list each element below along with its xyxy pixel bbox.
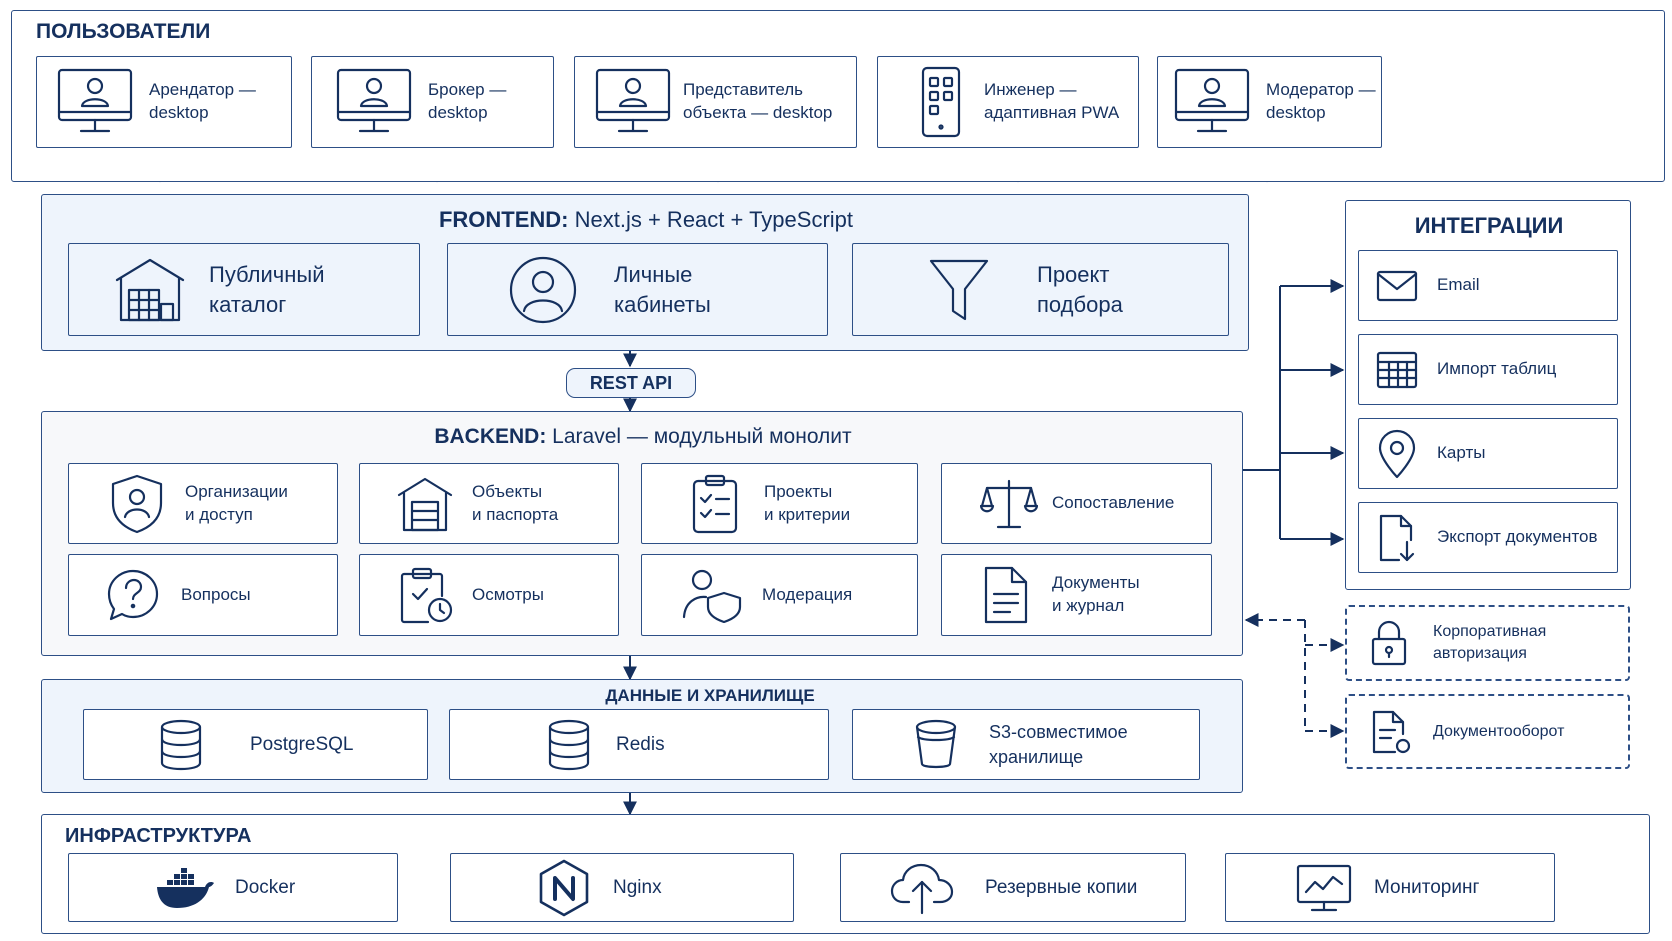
backend-label: Осмотры bbox=[472, 584, 544, 604]
integration-label: Email bbox=[1437, 275, 1480, 295]
backend-card-moderation[interactable]: Модерация bbox=[641, 554, 918, 636]
infra-card-backups[interactable]: Резервные копии bbox=[840, 853, 1186, 922]
document-flow-icon bbox=[1372, 710, 1411, 753]
user-card-tenant[interactable]: Арендатор — desktop bbox=[36, 56, 292, 148]
frontend-title-stack: Next.js + React + TypeScript bbox=[568, 207, 854, 232]
user-shield-icon bbox=[682, 569, 742, 623]
backend-label: Вопросы bbox=[181, 584, 251, 604]
integration-card-maps[interactable]: Карты bbox=[1358, 418, 1618, 489]
infra-card-docker[interactable]: Docker bbox=[68, 853, 398, 922]
backend-card-objects[interactable]: Объекты и паспорта bbox=[359, 463, 619, 544]
padlock-icon bbox=[1371, 620, 1407, 666]
rest-api-badge: REST API bbox=[566, 368, 696, 398]
backend-label: Организации и доступ bbox=[185, 481, 288, 524]
data-title: ДАННЫЕ И ХРАНИЛИЩЕ bbox=[605, 686, 815, 705]
desktop-user-icon bbox=[595, 68, 671, 133]
backend-card-documents[interactable]: Документы и журнал bbox=[941, 554, 1212, 636]
backend-label: Сопоставление bbox=[1052, 493, 1175, 513]
user-card-broker[interactable]: Брокер — desktop bbox=[311, 56, 554, 148]
infra-title: ИНФРАСТРУКТУРА bbox=[65, 825, 252, 847]
frontend-card-selection[interactable]: Проект подбора bbox=[852, 243, 1229, 336]
monitor-chart-icon bbox=[1296, 864, 1352, 911]
infra-label: Nginx bbox=[613, 876, 662, 898]
frontend-card-cabinets[interactable]: Личные кабинеты bbox=[447, 243, 828, 336]
table-icon bbox=[1376, 351, 1418, 388]
user-card-moderator[interactable]: Модератор — desktop bbox=[1157, 56, 1382, 148]
integration-card-import[interactable]: Импорт таблиц bbox=[1358, 334, 1618, 405]
shield-user-icon bbox=[111, 474, 163, 533]
infra-label: Docker bbox=[235, 876, 296, 898]
users-title: ПОЛЬЗОВАТЕЛИ bbox=[36, 20, 211, 43]
user-circle-icon bbox=[509, 256, 577, 323]
user-label: Модератор — desktop bbox=[1266, 80, 1376, 122]
backend-title-prefix: BACKEND: bbox=[434, 425, 547, 448]
integration-card-export[interactable]: Экспорт документов bbox=[1358, 502, 1618, 573]
backend-label: Проекты и критерии bbox=[764, 481, 851, 524]
user-label: Брокер — desktop bbox=[428, 80, 507, 122]
optional-label: Корпоративная авторизация bbox=[1433, 623, 1547, 662]
clipboard-clock-icon bbox=[400, 567, 453, 624]
bucket-icon bbox=[915, 719, 957, 768]
integrations-title: ИНТЕГРАЦИИ bbox=[1414, 213, 1564, 238]
desktop-user-icon bbox=[57, 68, 133, 133]
backend-card-matching[interactable]: Сопоставление bbox=[941, 463, 1212, 544]
scales-icon bbox=[980, 479, 1038, 528]
database-icon bbox=[548, 719, 590, 770]
frontend-label: Личные кабинеты bbox=[614, 261, 711, 317]
desktop-user-icon bbox=[336, 68, 412, 133]
user-card-owner[interactable]: Представитель объекта — desktop bbox=[574, 56, 857, 148]
frontend-label: Публичный каталог bbox=[209, 261, 325, 317]
backend-title: BACKEND: Laravel — модульный монолит bbox=[42, 425, 1244, 449]
desktop-user-icon bbox=[1174, 68, 1250, 133]
docker-icon bbox=[157, 867, 214, 908]
optional-label: Документооборот bbox=[1433, 722, 1565, 740]
data-label: S3-совместимое хранилище bbox=[989, 722, 1128, 767]
cloud-upload-icon bbox=[890, 863, 954, 914]
backend-label: Объекты и паспорта bbox=[472, 481, 559, 524]
data-card-s3[interactable]: S3-совместимое хранилище bbox=[852, 709, 1200, 780]
backend-card-projects[interactable]: Проекты и критерии bbox=[641, 463, 918, 544]
infra-card-monitoring[interactable]: Мониторинг bbox=[1225, 853, 1555, 922]
backend-label: Документы и журнал bbox=[1052, 573, 1140, 615]
mobile-app-icon bbox=[921, 66, 961, 138]
document-icon bbox=[984, 566, 1028, 624]
data-label: PostgreSQL bbox=[250, 733, 354, 755]
infra-label: Резервные копии bbox=[985, 876, 1138, 898]
building-icon bbox=[115, 258, 185, 321]
funnel-icon bbox=[929, 259, 989, 320]
integration-label: Экспорт документов bbox=[1437, 527, 1598, 547]
infra-card-nginx[interactable]: Nginx bbox=[450, 853, 794, 922]
optional-card-document-flow[interactable]: Документооборот bbox=[1345, 694, 1630, 769]
backend-card-questions[interactable]: Вопросы bbox=[68, 554, 338, 636]
frontend-title: FRONTEND: Next.js + React + TypeScript bbox=[42, 207, 1250, 233]
map-pin-icon bbox=[1378, 429, 1416, 478]
backend-card-inspections[interactable]: Осмотры bbox=[359, 554, 619, 636]
question-icon bbox=[107, 569, 159, 621]
warehouse-icon bbox=[397, 477, 453, 531]
data-card-redis[interactable]: Redis bbox=[449, 709, 829, 780]
user-label: Представитель объекта — desktop bbox=[683, 80, 833, 122]
integration-label: Импорт таблиц bbox=[1437, 359, 1557, 379]
frontend-card-catalog[interactable]: Публичный каталог bbox=[68, 243, 420, 336]
checklist-icon bbox=[692, 474, 738, 533]
data-card-postgresql[interactable]: PostgreSQL bbox=[83, 709, 428, 780]
nginx-icon bbox=[539, 859, 589, 916]
optional-card-corporate-auth[interactable]: Корпоративная авторизация bbox=[1345, 605, 1630, 681]
backend-label: Модерация bbox=[762, 584, 853, 604]
frontend-label: Проект подбора bbox=[1037, 261, 1123, 317]
infra-label: Мониторинг bbox=[1374, 876, 1480, 898]
envelope-icon bbox=[1376, 270, 1418, 301]
user-label: Арендатор — desktop bbox=[149, 80, 256, 122]
user-label: Инженер — адаптивная PWA bbox=[984, 80, 1120, 122]
frontend-title-prefix: FRONTEND: bbox=[438, 207, 569, 232]
database-icon bbox=[160, 719, 202, 770]
backend-card-organizations[interactable]: Организации и доступ bbox=[68, 463, 338, 544]
integration-card-email[interactable]: Email bbox=[1358, 250, 1618, 321]
file-export-icon bbox=[1379, 514, 1415, 561]
user-card-engineer[interactable]: Инженер — адаптивная PWA bbox=[877, 56, 1139, 148]
integration-label: Карты bbox=[1437, 443, 1486, 463]
backend-title-stack: Laravel — модульный монолит bbox=[546, 425, 852, 448]
data-label: Redis bbox=[616, 733, 665, 755]
